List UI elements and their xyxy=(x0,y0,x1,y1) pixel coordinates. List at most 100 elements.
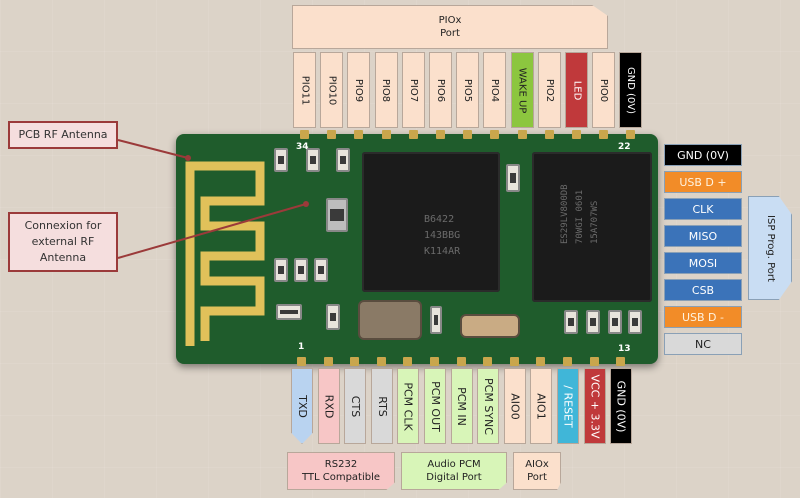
bottom-pin-vcc-3-3v: VCC + 3.3V xyxy=(583,368,606,444)
pcb-board: B6422 143BBG K114AR ES29LV800DB 70WGI 06… xyxy=(176,134,658,364)
bottom-pin-label: AIO0 xyxy=(508,392,522,420)
bottom-pad xyxy=(563,357,572,366)
top-pin-label: PIO7 xyxy=(407,78,419,102)
callout-external-rf-antenna-text: Connexion for external RF Antenna xyxy=(24,219,102,264)
smd-component xyxy=(326,304,340,330)
smd-component xyxy=(628,310,642,334)
callout-external-rf-antenna: Connexion for external RF Antenna xyxy=(8,212,118,272)
top-pin-label: PIO0 xyxy=(598,78,610,102)
bottom-group-audio-pcm: Audio PCM Digital Port xyxy=(401,452,507,490)
piox-port-header: PIOx Port xyxy=(292,5,608,49)
bottom-pin-txd: TXD xyxy=(291,368,313,444)
smd-component xyxy=(274,258,288,282)
pin-number-22: 22 xyxy=(618,142,631,152)
top-pad xyxy=(381,130,391,139)
pcb-antenna-trace xyxy=(185,161,265,346)
bottom-pin-label: AIO1 xyxy=(534,392,548,420)
isp-prog-port-text: ISP Prog. Port xyxy=(764,214,776,282)
bottom-pin-pcm-clk: PCM CLK xyxy=(397,368,420,444)
flash-chip: ES29LV800DB 70WGI 0601 15A707WS xyxy=(532,152,652,302)
bottom-pin-label: GND (0V) xyxy=(614,380,628,432)
top-pin-label: WAKE UP xyxy=(516,67,528,113)
top-pin-pio7: PIO7 xyxy=(401,52,425,128)
callout-pcb-rf-antenna-text: PCB RF Antenna xyxy=(18,128,108,141)
bottom-pin-label: RTS xyxy=(375,395,389,417)
bottom-pad xyxy=(403,357,413,366)
bottom-pin-label: CTS xyxy=(348,395,362,417)
smd-component xyxy=(430,306,442,334)
bottom-pin-label: PCM SYNC xyxy=(481,377,495,435)
bottom-pin-label: TXD xyxy=(295,394,309,418)
smd-component xyxy=(336,148,350,172)
main-chip: B6422 143BBG K114AR xyxy=(362,152,500,292)
top-pin-led: LED xyxy=(565,52,588,128)
smd-component xyxy=(274,148,288,172)
top-pad xyxy=(544,130,554,139)
right-pin-label: CSB xyxy=(691,283,715,297)
bottom-pad xyxy=(430,357,439,366)
bottom-group-title: AIOx xyxy=(525,459,549,470)
top-pin-label: PIO2 xyxy=(543,78,555,102)
right-pin-usb-d-: USB D - xyxy=(664,306,742,328)
smd-component xyxy=(306,148,320,172)
bottom-group-title: RS232 xyxy=(324,459,358,470)
isp-prog-port-label: ISP Prog. Port xyxy=(748,196,792,300)
piox-title: PIOx xyxy=(438,15,462,26)
bottom-pin-label: PCM OUT xyxy=(428,380,442,432)
bottom-pad xyxy=(589,357,599,366)
crystal-small xyxy=(460,314,520,338)
top-pin-label: GND (0V) xyxy=(625,66,637,114)
top-pin-pio11: PIO11 xyxy=(293,52,316,128)
main-chip-text: B6422 143BBG K114AR xyxy=(424,214,461,257)
bottom-pin-gnd-0v-: GND (0V) xyxy=(610,368,633,444)
top-pin-pio2: PIO2 xyxy=(537,52,561,128)
bottom-pin-rts: RTS xyxy=(370,368,393,444)
smd-component xyxy=(276,304,302,320)
top-pin-gnd-0v-: GND (0V) xyxy=(619,52,643,128)
right-pin-miso: MISO xyxy=(664,225,742,247)
top-pin-pio5: PIO5 xyxy=(456,52,480,128)
flash-chip-text: ES29LV800DB 70WGI 0601 15A707WS xyxy=(560,184,600,244)
bottom-group-subtitle: TTL Compatible xyxy=(301,472,381,483)
bottom-pin-rxd: RXD xyxy=(317,368,340,444)
right-pin-label: CLK xyxy=(692,202,714,216)
bottom-pad xyxy=(509,357,519,366)
top-pin-label: PIO6 xyxy=(435,78,446,102)
bottom-group-subtitle: Port xyxy=(527,472,547,483)
top-pad xyxy=(463,130,473,139)
top-pin-label: PIO9 xyxy=(353,78,365,102)
smd-component xyxy=(294,258,308,282)
right-pin-clk: CLK xyxy=(664,198,742,220)
bottom-pad xyxy=(323,357,333,366)
right-pin-label: MISO xyxy=(688,229,718,243)
top-pin-pio6: PIO6 xyxy=(429,52,452,128)
bottom-pin-pcm-sync: PCM SYNC xyxy=(477,368,500,444)
bottom-pad xyxy=(376,357,386,366)
bottom-pad xyxy=(297,357,306,366)
top-pad xyxy=(517,130,527,139)
smd-component xyxy=(608,310,622,334)
bottom-group-subtitle: Digital Port xyxy=(426,472,482,483)
top-pin-pio10: PIO10 xyxy=(320,52,344,128)
top-pin-pio0: PIO0 xyxy=(592,52,616,128)
top-pin-pio9: PIO9 xyxy=(347,52,371,128)
right-pin-label: NC xyxy=(695,337,711,351)
top-pad xyxy=(327,130,337,139)
bottom-pin-aio0: AIO0 xyxy=(503,368,526,444)
bottom-pin-label: PCM IN xyxy=(455,386,469,426)
bottom-pin-pcm-out: PCM OUT xyxy=(424,368,446,444)
right-pin-label: GND (0V) xyxy=(677,148,729,162)
pin-number-34: 34 xyxy=(296,142,309,152)
bottom-pin-aio1: AIO1 xyxy=(530,368,553,444)
bottom-group-title: Audio PCM xyxy=(427,459,481,470)
bottom-pin-label: RXD xyxy=(322,394,336,418)
smd-component xyxy=(314,258,328,282)
top-pin-label: PIO8 xyxy=(380,78,392,102)
top-pad xyxy=(300,130,309,139)
top-pad xyxy=(626,130,636,139)
bottom-pin--reset: / RESET xyxy=(557,368,579,444)
right-pin-csb: CSB xyxy=(664,279,742,301)
bottom-pad xyxy=(616,357,626,366)
